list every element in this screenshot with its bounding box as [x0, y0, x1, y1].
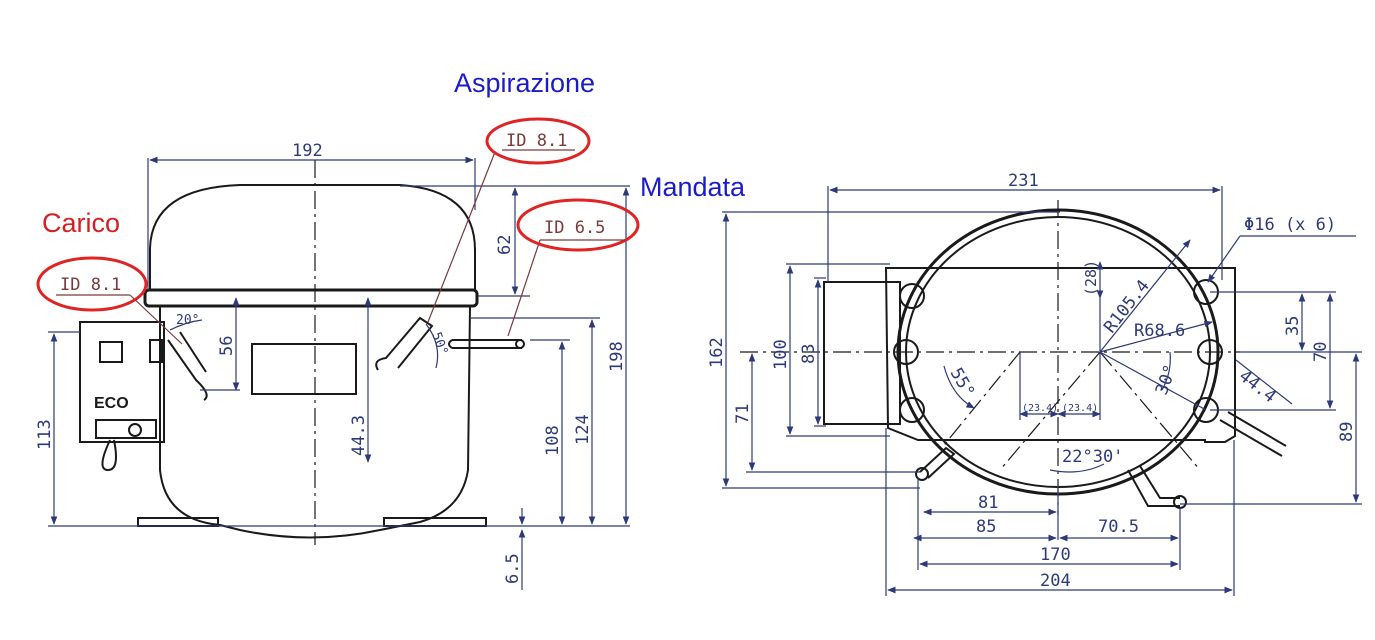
carico-callout: Carico ID 8.1	[36, 208, 148, 312]
dim-44-4-label: 44.4	[1235, 366, 1280, 407]
dim-192-label: 192	[292, 141, 323, 161]
relay-box	[79, 321, 165, 443]
connector-block	[95, 419, 157, 439]
aspirazione-label: Aspirazione	[454, 68, 595, 98]
radius-68-6	[1099, 320, 1213, 353]
dim-62-label: 62	[495, 235, 515, 255]
mount-hole	[899, 283, 925, 309]
dim-170-label: 170	[1040, 545, 1071, 565]
side-view: ECO 192 62 198 56 20° 50° 44.3	[35, 141, 630, 590]
dim-71-label: 71	[733, 404, 753, 424]
eco-mark: ECO	[94, 395, 129, 412]
suction-tube-top	[1127, 465, 1180, 507]
dim-85-label: 85	[976, 517, 996, 537]
aspirazione-callout: Aspirazione ID 8.1	[454, 68, 595, 165]
dim-162-label: 162	[707, 337, 727, 368]
compressor-dome	[149, 184, 476, 291]
angle-30-label: 30°	[1152, 362, 1181, 398]
top-view: 231 162 100 83 71 35 70 89 Φ16 (	[707, 171, 1362, 596]
discharge-tube-top	[1219, 411, 1287, 457]
nameplate	[251, 343, 357, 395]
angle-55-label: 55°	[946, 365, 979, 402]
dim-83-label: 83	[799, 344, 819, 364]
carico-highlight	[36, 256, 148, 312]
dim-56-label: 56	[217, 336, 237, 356]
discharge-tube	[448, 339, 522, 349]
carico-id: ID 8.1	[60, 275, 121, 295]
mandata-highlight	[516, 198, 640, 252]
dim-198-label: 198	[607, 341, 627, 372]
compressor-shell	[159, 305, 471, 539]
process-tube-top	[919, 446, 956, 479]
connector-screw	[128, 423, 142, 437]
relay-terminal	[149, 339, 163, 363]
mandata-callout: Mandata ID 6.5	[516, 172, 746, 252]
mandata-label: Mandata	[640, 172, 746, 202]
angle-20-label: 20°	[176, 313, 199, 328]
dim-23-4b-label: (23.4)	[1062, 403, 1098, 414]
aspirazione-highlight	[485, 117, 591, 165]
mandata-id: ID 6.5	[544, 218, 605, 238]
right-foot	[383, 517, 487, 527]
carico-label: Carico	[42, 208, 120, 238]
dim-23-4a-label: (23.4)	[1022, 403, 1058, 414]
hole-callout: Φ16 (x 6)	[1244, 215, 1336, 235]
dim-89-label: 89	[1337, 422, 1357, 442]
mount-hole	[899, 397, 925, 423]
dim-113-label: 113	[35, 419, 55, 450]
dim-231-label: 231	[1008, 171, 1039, 191]
aspirazione-id: ID 8.1	[506, 131, 567, 151]
dim-124-label: 124	[573, 414, 593, 445]
angle-50-label: 50°	[428, 330, 450, 357]
compressor-rim	[143, 288, 479, 308]
relay-box-top	[823, 281, 901, 425]
dim-6-5-label: 6.5	[503, 553, 523, 584]
dim-81-label: 81	[978, 493, 998, 513]
base-plate	[884, 267, 1236, 443]
dim-100-label: 100	[771, 339, 791, 370]
dim-70-5-label: 70.5	[1098, 517, 1139, 537]
power-cable	[101, 439, 117, 472]
dim-204-label: 204	[1040, 571, 1071, 591]
dim-28-label: (28)	[1082, 260, 1100, 296]
dim-108-label: 108	[543, 425, 563, 456]
angle-22-30-label: 22°30'	[1062, 447, 1123, 467]
relay-icon	[99, 341, 123, 363]
dim-35-label: 35	[1283, 316, 1303, 336]
dim-44-3-label: 44.3	[349, 415, 369, 456]
process-tube	[167, 339, 208, 401]
radius-105-4	[1099, 239, 1191, 353]
suction-tube	[375, 316, 434, 371]
radius-68-6-label: R68.6	[1134, 321, 1185, 341]
